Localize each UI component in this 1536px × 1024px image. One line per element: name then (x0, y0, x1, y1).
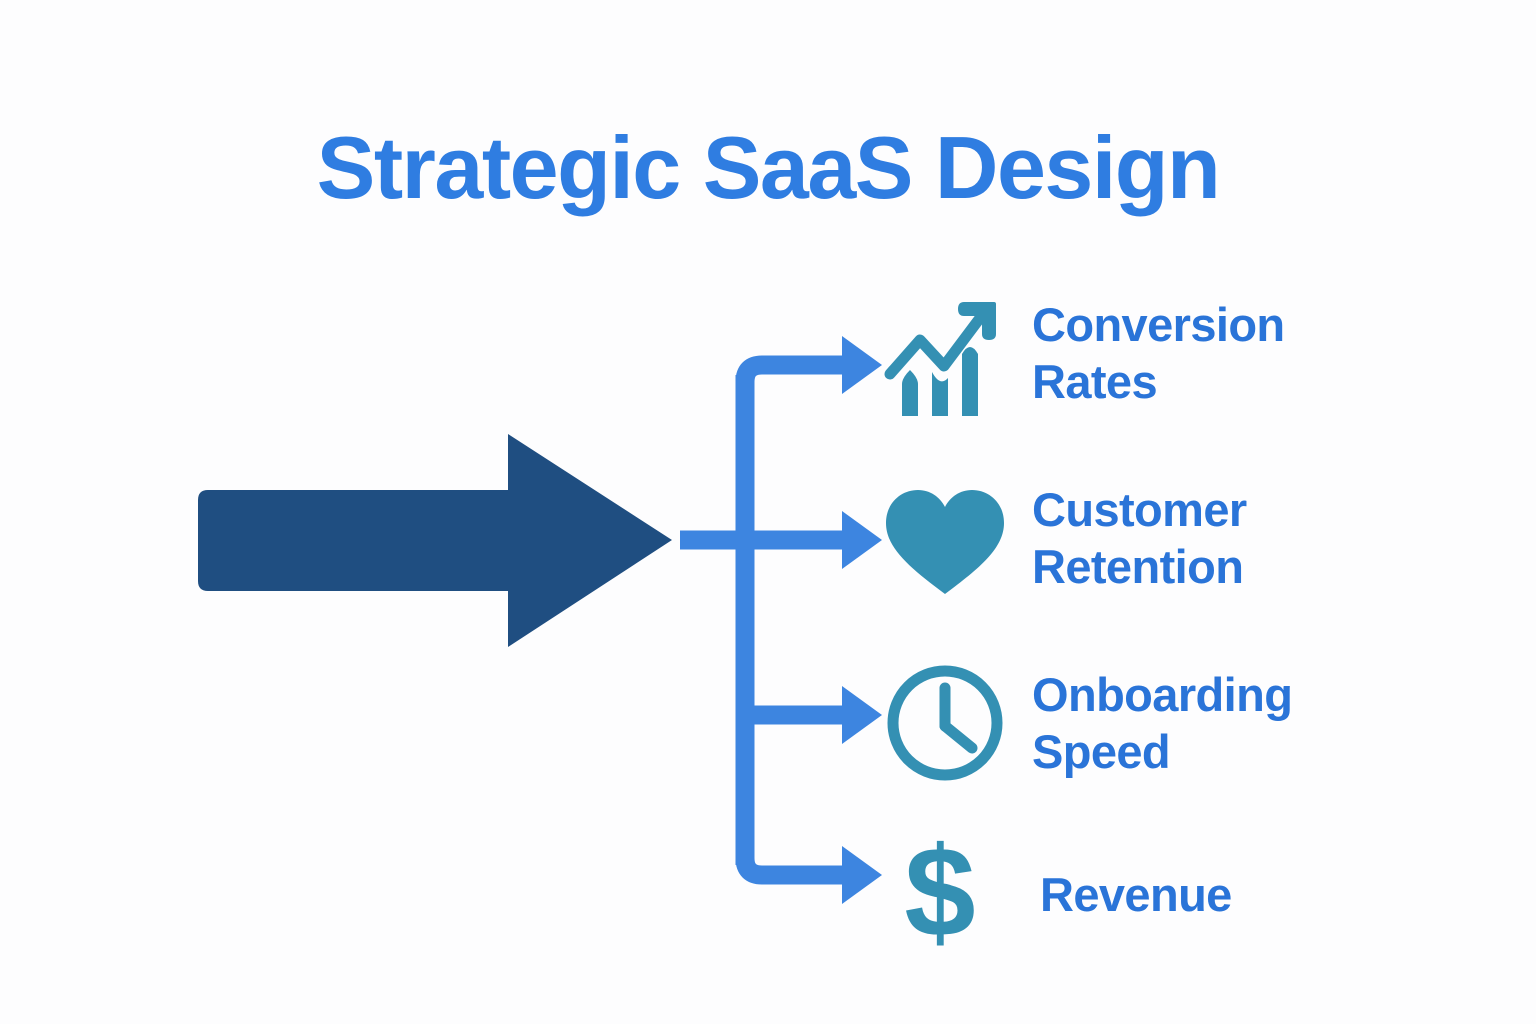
clock-icon (880, 658, 1010, 788)
outcome-label-conversion-rates: Conversion Rates (1032, 297, 1285, 408)
outcome-label-onboarding-speed: Onboarding Speed (1032, 667, 1293, 778)
dollar-sign-icon: $ (880, 830, 1000, 960)
svg-text:$: $ (904, 830, 975, 960)
branch-connectors (680, 336, 882, 904)
heart-icon (880, 473, 1010, 603)
growth-chart-icon (880, 288, 1010, 418)
outcome-row-revenue[interactable]: $ Revenue (880, 830, 1232, 960)
outcome-label-customer-retention: Customer Retention (1032, 482, 1247, 593)
input-arrow-icon (198, 434, 672, 647)
outcome-row-conversion-rates[interactable]: Conversion Rates (880, 288, 1285, 418)
outcome-row-customer-retention[interactable]: Customer Retention (880, 473, 1247, 603)
outcome-label-revenue: Revenue (1040, 868, 1232, 922)
outcome-row-onboarding-speed[interactable]: Onboarding Speed (880, 658, 1293, 788)
page-title: Strategic SaaS Design (316, 118, 1221, 217)
